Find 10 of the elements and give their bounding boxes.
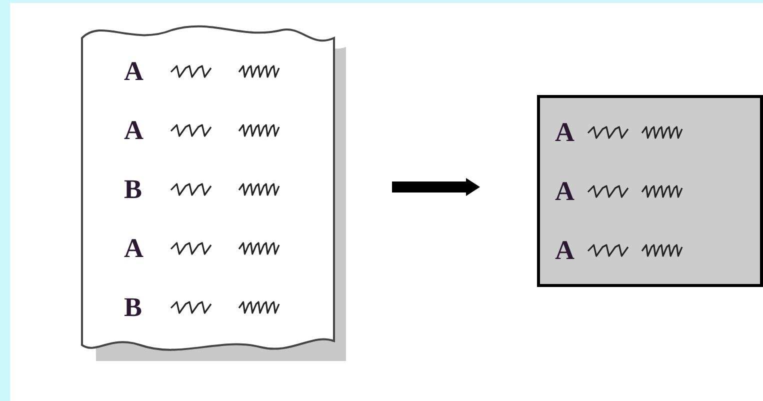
row-letter: A <box>124 117 144 144</box>
arrow <box>392 178 480 196</box>
row-letter: A <box>124 235 144 262</box>
row-letter: A <box>555 178 576 204</box>
row-letter: A <box>555 236 576 264</box>
row-letter: B <box>124 294 144 321</box>
row-letter: A <box>124 58 144 85</box>
row-letter: B <box>124 176 144 203</box>
result-panel <box>537 95 763 287</box>
row-letter: A <box>555 118 576 146</box>
